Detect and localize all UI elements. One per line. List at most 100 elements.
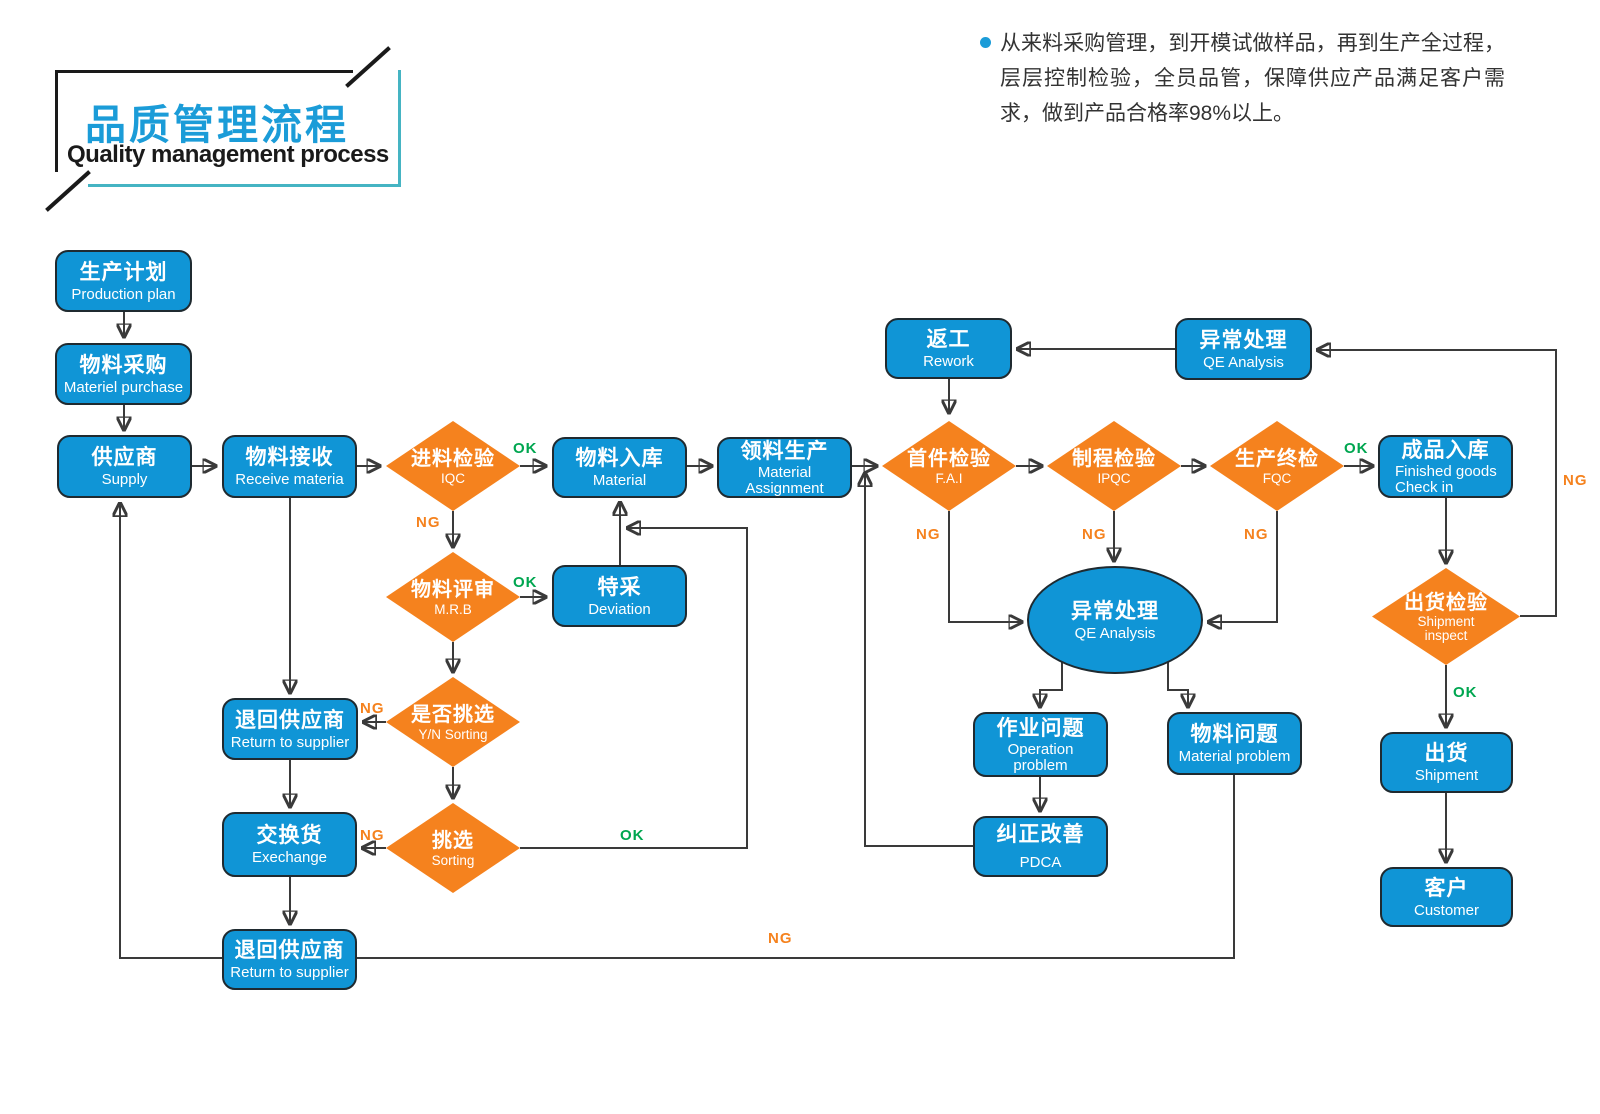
node-return-supplier-2-zh: 退回供应商 [234, 939, 345, 962]
node-fai-zh: 首件检验 [907, 447, 991, 470]
edge-pdca-return-to-fai [865, 474, 973, 847]
node-material-purchase-en: Materiel purchase [63, 378, 184, 396]
node-sorting-zh: 挑选 [432, 829, 474, 852]
bullet-icon [980, 37, 991, 48]
edge-inspect-ng-to-qetop [1318, 350, 1557, 617]
node-exchange: 交换货 Exechange [222, 812, 357, 877]
title-border-left [55, 70, 58, 172]
node-qe-analysis-top-en: QE Analysis [1203, 353, 1284, 371]
edge-fai-ng-to-qe [948, 511, 1021, 622]
intro-text: 从来料采购管理，到开模试做样品，再到生产全过程，层层控制检验，全员品管，保障供应… [1000, 32, 1505, 125]
node-mrb-en: M.R.B [434, 601, 472, 617]
node-production-plan-zh: 生产计划 [79, 260, 168, 284]
edge-label-ynsorting-ng: NG [360, 700, 385, 717]
edge-label-inspect-ok: OK [1453, 684, 1478, 701]
node-finished-goods: 成品入库 Finished goods Check in [1378, 435, 1513, 498]
node-return-supplier-1-zh: 退回供应商 [235, 708, 345, 732]
node-qe-analysis-center: 异常处理 QE Analysis [1027, 566, 1203, 674]
node-return-supplier-2: 退回供应商 Return to supplier [222, 929, 357, 990]
node-rework-en: Rework [923, 353, 974, 370]
node-shipment-inspect-en: Shipment inspect [1417, 613, 1475, 643]
node-fqc-zh: 生产终检 [1235, 447, 1319, 470]
edge-label-fai-ng: NG [916, 526, 941, 543]
node-shipment-zh: 出货 [1424, 742, 1469, 765]
edge-label-fqc-ng: NG [1244, 526, 1269, 543]
node-exchange-zh: 交换货 [256, 824, 323, 847]
node-iqc-zh: 进料检验 [411, 447, 495, 470]
node-fqc-en: FQC [1262, 470, 1292, 486]
node-exchange-en: Exechange [251, 849, 328, 866]
node-material-problem: 物料问题 Material problem [1167, 712, 1302, 775]
node-customer-zh: 客户 [1424, 876, 1469, 900]
node-fai-en: F.A.I [935, 470, 963, 486]
page-title: 品质管理流程 [85, 102, 349, 148]
node-material-in: 物料入库 Material [552, 437, 687, 498]
edge-materialproblem-ng-to-supply [120, 504, 1235, 959]
node-supply-en: Supply [101, 471, 148, 488]
node-deviation-en: Deviation [588, 600, 651, 618]
node-material-purchase: 物料采购 Materiel purchase [55, 343, 192, 405]
edge-label-mrb-ok: OK [513, 574, 538, 591]
node-material-problem-en: Material problem [1178, 748, 1291, 765]
edge-label-iqc-ng: NG [416, 514, 441, 531]
node-yn-sorting-zh: 是否挑选 [411, 703, 495, 726]
title-border-top [55, 70, 353, 73]
edge-label-sorting-ok: OK [620, 827, 645, 844]
node-pdca-en: PDCA [1019, 854, 1062, 871]
node-ipqc-en: IPQC [1097, 470, 1131, 486]
title-block: 品质管理流程 Quality management process [55, 70, 401, 187]
node-material-assignment-zh: 领料生产 [740, 439, 829, 463]
edge-qe-to-operation [1040, 655, 1063, 706]
node-deviation-zh: 特采 [597, 575, 642, 599]
page-subtitle: Quality management process [67, 141, 389, 168]
node-material-in-zh: 物料入库 [575, 447, 664, 470]
node-customer-en: Customer [1413, 901, 1480, 919]
title-border-bottom [88, 184, 401, 187]
node-finished-goods-zh: 成品入库 [1401, 438, 1490, 462]
node-supply: 供应商 Supply [57, 435, 192, 498]
node-supply-zh: 供应商 [91, 446, 158, 469]
edge-label-fqc-ok: OK [1344, 440, 1369, 457]
node-ipqc-zh: 制程检验 [1072, 447, 1156, 470]
node-return-supplier-1: 退回供应商 Return to supplier [222, 698, 358, 760]
edge-label-ipqc-ng: NG [1082, 526, 1107, 543]
node-qe-analysis-center-en: QE Analysis [1074, 624, 1156, 642]
node-receive-material-en: Receive materia [235, 471, 344, 488]
edge-label-sorting-ng: NG [360, 827, 385, 844]
edge-fqc-ng-to-qe [1209, 511, 1278, 622]
node-production-plan: 生产计划 Production plan [55, 250, 192, 312]
title-border-right [398, 70, 401, 187]
node-material-purchase-zh: 物料采购 [79, 353, 168, 377]
edge-sorting-ok-return-to-materialin [520, 528, 748, 849]
edge-qe-to-material-problem [1167, 655, 1188, 706]
node-shipment-inspect-zh: 出货检验 [1404, 591, 1488, 614]
node-rework: 返工 Rework [885, 318, 1012, 379]
node-return-supplier-1-en: Return to supplier [230, 733, 350, 751]
edge-label-inspect-ng: NG [1563, 472, 1588, 489]
node-shipment: 出货 Shipment [1380, 732, 1513, 793]
node-finished-goods-en: Finished goods Check in [1395, 462, 1497, 496]
node-pdca: 纠正改善 PDCA [973, 816, 1108, 877]
node-operation-problem-zh: 作业问题 [996, 716, 1085, 740]
edge-label-iqc-ok: OK [513, 440, 538, 457]
node-receive-material: 物料接收 Receive materia [222, 435, 357, 498]
node-material-in-en: Material [592, 472, 647, 489]
node-yn-sorting-en: Y/N Sorting [418, 726, 488, 742]
node-material-assignment: 领料生产 Material Assignment [717, 437, 852, 498]
node-shipment-en: Shipment [1414, 767, 1479, 784]
node-operation-problem: 作业问题 Operation problem [973, 712, 1108, 777]
node-material-problem-zh: 物料问题 [1190, 723, 1279, 746]
node-customer: 客户 Customer [1380, 867, 1513, 927]
node-sorting-en: Sorting [431, 852, 475, 868]
node-production-plan-en: Production plan [71, 285, 176, 303]
node-material-assignment-en: Material Assignment [745, 463, 824, 497]
node-rework-zh: 返工 [926, 328, 971, 351]
node-operation-problem-en: Operation problem [1007, 740, 1074, 774]
node-qe-analysis-top-zh: 异常处理 [1199, 328, 1288, 352]
node-receive-material-zh: 物料接收 [245, 446, 334, 469]
node-qe-analysis-center-zh: 异常处理 [1071, 599, 1159, 623]
node-iqc-en: IQC [440, 470, 465, 486]
node-pdca-zh: 纠正改善 [996, 823, 1085, 846]
